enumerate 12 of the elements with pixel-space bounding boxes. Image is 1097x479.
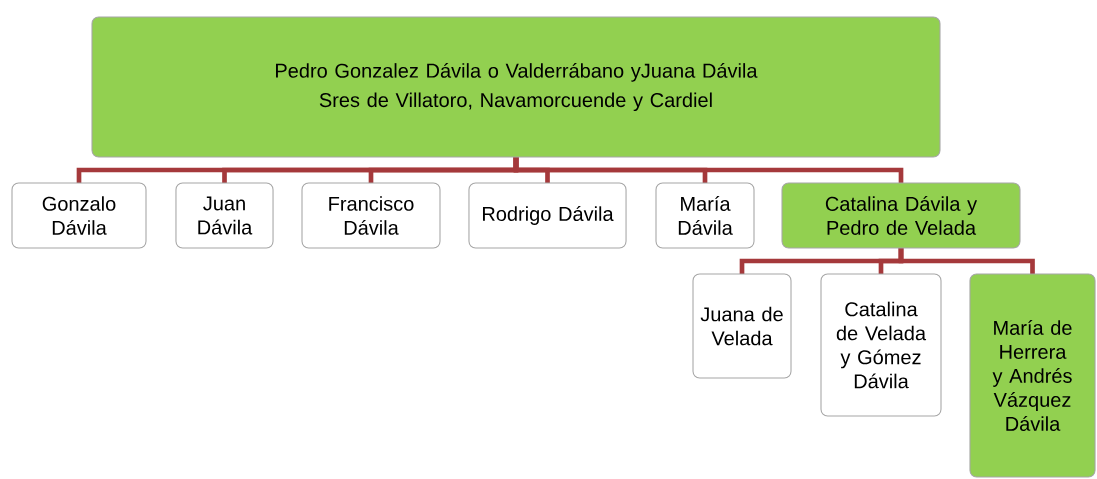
connector [898,248,1035,274]
person-box: Juan Dávila [175,182,274,249]
person-box: Juana de Velada [692,273,792,379]
person-box: Catalina Dávila y Pedro de Velada [781,182,1021,249]
connector [513,157,904,183]
person-box: Rodrigo Dávila [468,182,627,249]
person-box: Catalina de Velada y Gómez Dávila [820,273,942,417]
person-box: Gonzalo Dávila [11,182,147,249]
person-box: Pedro Gonzalez Dávila o Valderrábano yJuana Dávila Sres de Villatoro, Navamorcuende y Cardiel [91,16,941,158]
person-box: Francisco Dávila [301,182,441,249]
person-box: María de Herrera y Andrés Vázquez Dávila [969,273,1096,478]
person-box: María Dávila [655,182,755,249]
